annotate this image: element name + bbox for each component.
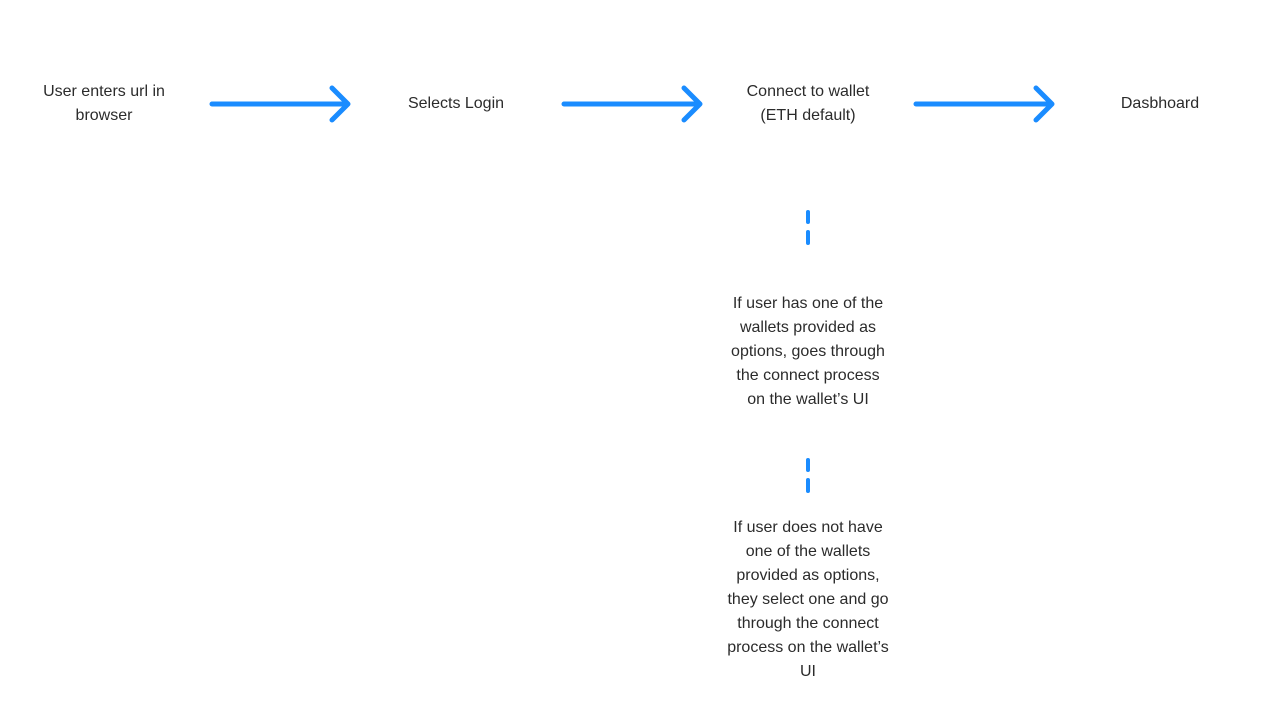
- branch-has-wallet: If user has one of the wallets provided …: [731, 295, 885, 408]
- arrow-1: [209, 85, 351, 123]
- step-user-enters-url: User enters url in browser: [43, 83, 165, 124]
- step-selects-login: Selects Login: [407, 95, 505, 112]
- arrow-3: [913, 85, 1055, 123]
- branch-no-wallet: If user does not have one of the wallets…: [727, 519, 889, 680]
- arrow-2: [561, 85, 703, 123]
- step-connect-to-wallet: Connect to wallet (ETH default): [746, 83, 870, 124]
- step-dashboard: Dasbhoard: [1120, 95, 1200, 112]
